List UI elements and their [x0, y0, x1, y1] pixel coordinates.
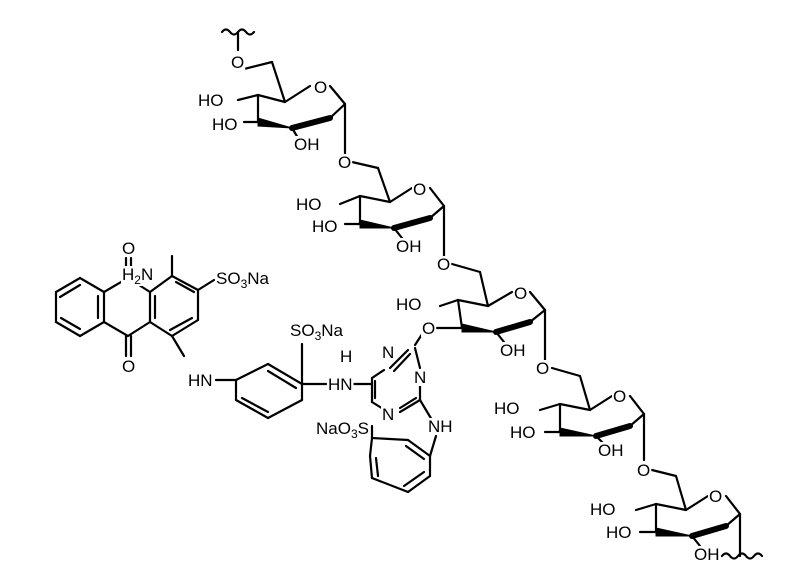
label-mask [535, 360, 551, 377]
label-mask [612, 388, 628, 405]
atom-h2n: H2N [122, 265, 153, 287]
atom-o: O [122, 357, 135, 376]
atom-n: N [382, 343, 394, 362]
label-mask [436, 256, 452, 273]
glucose-ring-4 [538, 374, 646, 462]
atom-ho: HO [296, 195, 322, 214]
label-mask [215, 270, 271, 290]
atom-ho: HO [606, 523, 632, 542]
label-mask [636, 462, 652, 479]
atom-nh: HN [328, 375, 353, 394]
atom-o: O [709, 487, 722, 506]
atom-ho: HO [198, 91, 224, 110]
label-mask [313, 79, 329, 96]
label-mask [230, 54, 246, 71]
label-mask [311, 218, 339, 235]
label-mask [197, 92, 225, 109]
atom-oh: OH [694, 545, 720, 564]
atom-ho: HO [510, 423, 536, 442]
atom-o: O [338, 153, 351, 172]
benzene-ring-middle [234, 362, 304, 420]
label-mask [395, 296, 423, 313]
atom-o: O [422, 319, 435, 338]
label-mask [513, 285, 529, 302]
benzene-ring-lower [368, 436, 432, 494]
label-mask [381, 406, 396, 423]
bond [428, 434, 438, 458]
atom-nh: NH [428, 417, 453, 436]
bond [450, 262, 482, 274]
label-mask [293, 136, 321, 153]
label-mask [421, 320, 437, 337]
atom-hn: HN [188, 371, 213, 390]
label-mask [315, 420, 370, 440]
wavy-bond-bottom [720, 552, 764, 560]
label-mask [211, 116, 239, 133]
label-mask [289, 322, 345, 342]
label-mask [295, 196, 323, 213]
glucose-ring-3 [434, 270, 547, 362]
bond [550, 366, 582, 378]
atom-o: O [536, 359, 549, 378]
atom-n: N [382, 405, 394, 424]
atom-oh: OH [598, 441, 624, 460]
label-mask [499, 342, 527, 359]
label-mask [121, 358, 137, 375]
atom-o: O [413, 180, 426, 199]
label-mask [121, 266, 155, 286]
glucose-ring-2 [338, 166, 446, 258]
atom-labels: O O HO HO OH O O HO HO OH O O HO OH O O … [121, 53, 724, 564]
atom-ho: HO [312, 217, 338, 236]
atom-ho: HO [212, 115, 238, 134]
atom-o: O [613, 387, 626, 406]
label-mask [589, 501, 617, 518]
atom-n: N [414, 368, 426, 387]
atom-o: O [122, 239, 135, 258]
atom-so3na: SO3Na [290, 321, 344, 343]
atom-oh: OH [500, 341, 526, 360]
label-mask [327, 376, 354, 393]
triazine-ring [370, 346, 422, 414]
atom-o: O [437, 255, 450, 274]
atom-h: H [340, 347, 352, 366]
bond [238, 60, 274, 72]
atom-ho: HO [590, 500, 616, 519]
atom-ho: HO [396, 295, 422, 314]
label-mask [605, 524, 633, 541]
glucose-ring-1 [236, 60, 347, 156]
label-mask [381, 344, 396, 361]
label-mask [597, 442, 625, 459]
atom-o: O [231, 53, 244, 72]
label-mask [427, 418, 454, 435]
atom-o: O [637, 461, 650, 480]
label-mask [337, 154, 353, 171]
bond [650, 468, 678, 478]
atom-o: O [514, 284, 527, 303]
glucose-ring-5 [634, 474, 742, 558]
atom-so3na: SO3Na [216, 269, 270, 291]
atom-naso3s: NaO3S [316, 419, 369, 441]
label-mask [493, 400, 521, 417]
atom-oh: OH [294, 135, 320, 154]
label-mask [509, 424, 537, 441]
bond [350, 160, 380, 170]
atom-o: O [314, 78, 327, 97]
anthraquinone [54, 254, 216, 358]
label-mask [413, 369, 428, 386]
label-mask [121, 240, 137, 257]
bond [418, 398, 434, 422]
label-mask [395, 238, 423, 255]
label-mask [693, 546, 721, 563]
label-mask [339, 348, 354, 365]
atom-oh: OH [396, 237, 422, 256]
atom-ho: HO [494, 399, 520, 418]
label-mask [412, 181, 428, 198]
label-mask [708, 488, 724, 505]
label-mask [187, 372, 214, 389]
